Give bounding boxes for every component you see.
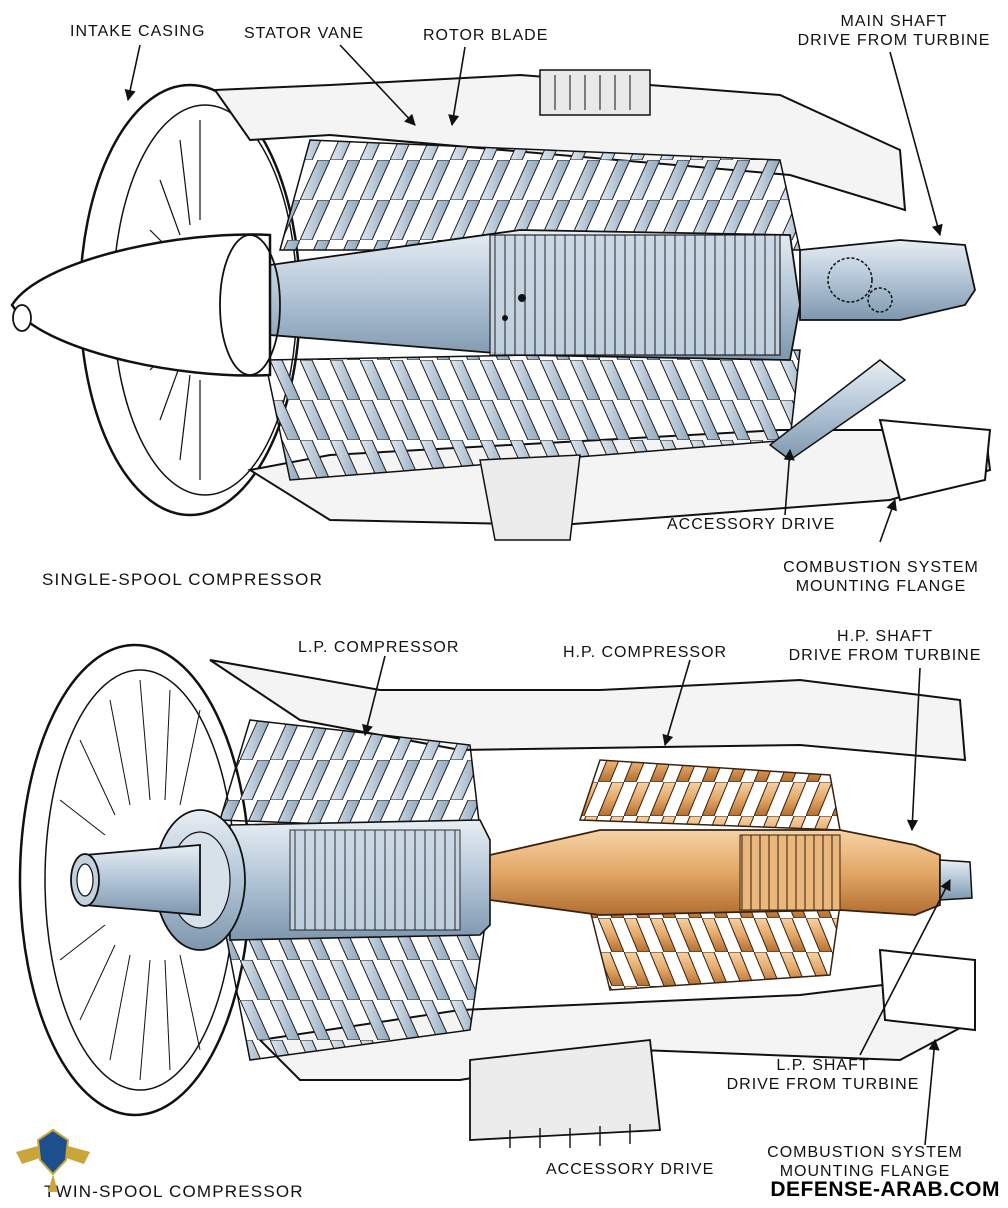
label-stator-vane: STATOR VANE [244, 25, 365, 42]
single-spool-engine-drawing [10, 69, 992, 541]
label-main-shaft-line1: MAIN SHAFT [840, 13, 948, 30]
eagle-logo-icon [16, 1128, 90, 1192]
hp-spool-shaft [489, 829, 941, 916]
label-hp-compressor: H.P. COMPRESSOR [563, 644, 728, 661]
caption-single-spool: SINGLE-SPOOL COMPRESSOR [42, 570, 324, 589]
hp-compressor-blades-lower [589, 904, 841, 991]
label-combustion-bottom-line2: MOUNTING FLANGE [779, 1163, 951, 1180]
label-main-shaft-line2: DRIVE FROM TURBINE [797, 32, 991, 49]
label-intake-casing: INTAKE CASING [70, 23, 206, 40]
label-lp-compressor: L.P. COMPRESSOR [298, 639, 460, 656]
label-combustion-bottom: COMBUSTION SYSTEM MOUNTING FLANGE [760, 1143, 970, 1181]
label-accessory-drive-top: ACCESSORY DRIVE [667, 516, 836, 533]
lp-shaft [939, 859, 973, 901]
label-hp-shaft: H.P. SHAFT DRIVE FROM TURBINE [780, 627, 990, 665]
watermark: DEFENSE-ARAB.COM [770, 1178, 1000, 1201]
accessory-drive-shaft [768, 359, 907, 461]
label-hp-shaft-line1: H.P. SHAFT [837, 628, 933, 645]
label-lp-shaft: L.P. SHAFT DRIVE FROM TURBINE [718, 1056, 928, 1094]
top-leader-lines [124, 44, 943, 543]
hp-compressor-blades-upper [578, 759, 841, 831]
label-lp-shaft-line2: DRIVE FROM TURBINE [726, 1076, 920, 1093]
label-combustion-top-line2: MOUNTING FLANGE [795, 578, 967, 595]
twin-spool-engine-drawing [18, 643, 977, 1148]
label-hp-shaft-line2: DRIVE FROM TURBINE [788, 647, 982, 664]
bottom-leader-lines [362, 655, 951, 1146]
label-accessory-drive-bottom: ACCESSORY DRIVE [546, 1161, 715, 1178]
label-combustion-top: COMBUSTION SYSTEM MOUNTING FLANGE [776, 558, 986, 596]
outer-casing-top [213, 73, 907, 212]
main-shaft-drive [799, 239, 976, 321]
nose-cone [10, 233, 272, 377]
front-stub-shaft [84, 844, 201, 916]
label-combustion-bottom-line1: COMBUSTION SYSTEM [767, 1144, 963, 1161]
accessory-gearbox [469, 1039, 661, 1141]
label-rotor-blade: ROTOR BLADE [423, 27, 549, 44]
caption-twin-spool: TWIN-SPOOL COMPRESSOR [44, 1182, 304, 1201]
label-lp-shaft-line1: L.P. SHAFT [776, 1057, 870, 1074]
label-combustion-top-line1: COMBUSTION SYSTEM [783, 559, 979, 576]
label-main-shaft: MAIN SHAFT DRIVE FROM TURBINE [796, 12, 992, 50]
